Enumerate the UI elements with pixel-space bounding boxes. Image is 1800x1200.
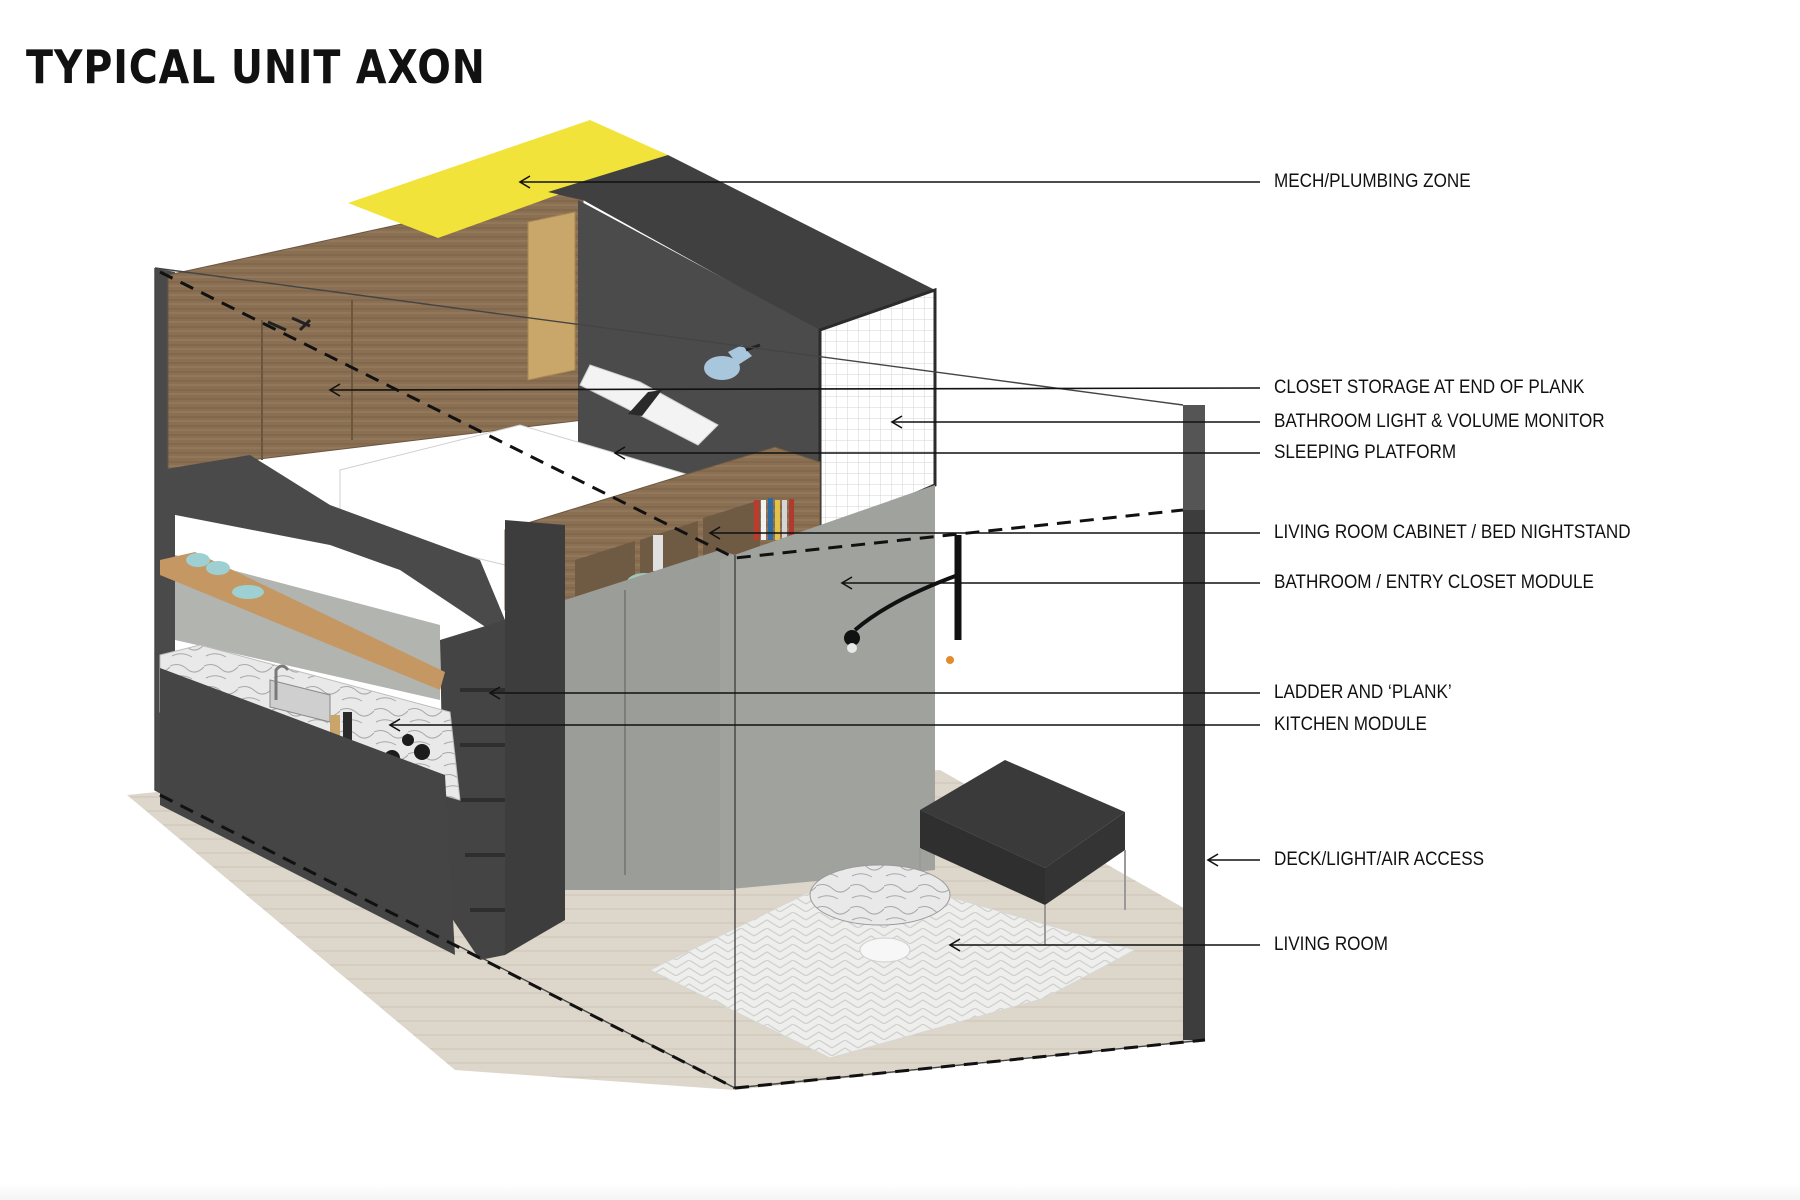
- ladder-side: [440, 620, 505, 960]
- arrow-ladder: [488, 686, 501, 700]
- loveseat-icon: [919, 760, 1126, 945]
- leader-arrowheads: [328, 175, 1219, 952]
- label-mech-plumbing-zone: MECH/PLUMBING ZONE: [1274, 171, 1471, 192]
- ladder-steps: [460, 688, 505, 912]
- label-ladder-plank: LADDER AND ‘PLANK’: [1274, 682, 1452, 703]
- label-living-room-cabinet: LIVING ROOM CABINET / BED NIGHTSTAND: [1274, 522, 1631, 543]
- kitchen-shelf: [160, 552, 445, 690]
- mech-plumbing-zone: [348, 120, 668, 238]
- bathroom-module-side: [565, 550, 735, 890]
- pillow-stripe: [628, 390, 662, 416]
- books-icon: [754, 498, 794, 540]
- ladder-front-column: [505, 520, 565, 955]
- arrow-closet: [328, 383, 341, 397]
- diagram-title: TYPICAL UNIT AXON: [26, 40, 486, 94]
- bed-back-wall: [578, 200, 820, 505]
- leader-closet: [329, 387, 1261, 391]
- bed-reading-lamp-icon: [704, 343, 761, 380]
- label-sleeping-platform: SLEEPING PLATFORM: [1274, 442, 1457, 463]
- leader-lines: [329, 181, 1261, 946]
- arrow-sleeping: [613, 446, 626, 460]
- upper-plank-dark: [160, 455, 505, 640]
- label-living-room: LIVING ROOM: [1274, 934, 1389, 955]
- coffee-table-icon: [809, 864, 951, 926]
- label-closet-storage: CLOSET STORAGE AT END OF PLANK: [1274, 377, 1585, 398]
- arrow-mech: [518, 175, 531, 189]
- label-bathroom-entry-closet: BATHROOM / ENTRY CLOSET MODULE: [1274, 572, 1594, 593]
- label-kitchen-module: KITCHEN MODULE: [1274, 714, 1427, 735]
- bathroom-module-front: [720, 485, 935, 890]
- kitchen-base-cabinet: [160, 668, 455, 955]
- deck-access-column: [1183, 405, 1205, 1040]
- arrow-kitchen: [388, 718, 401, 732]
- arrow-cabinet: [708, 526, 721, 540]
- page-bottom-edge: [0, 1184, 1800, 1200]
- arrow-deck: [1206, 853, 1219, 867]
- faucet-icon: [274, 664, 290, 700]
- closet-hanger-icon: [267, 316, 312, 332]
- arrow-bath-light: [890, 415, 903, 429]
- kitchen-bottles-icon: [330, 712, 352, 745]
- kitchen-dishes-icon: [186, 553, 264, 599]
- arrow-bath-module: [840, 576, 853, 590]
- deck-column-cap: [1183, 405, 1205, 510]
- cork-panel: [527, 211, 576, 381]
- label-bathroom-light: BATHROOM LIGHT & VOLUME MONITOR: [1274, 411, 1605, 432]
- wall-sconce-icon: [844, 535, 962, 664]
- side-stool-icon: [859, 937, 911, 963]
- label-deck-access: DECK/LIGHT/AIR ACCESS: [1274, 849, 1485, 870]
- roof-top-dark: [548, 155, 935, 332]
- dashed-volume-outline: [159, 270, 1206, 1090]
- arrow-living: [948, 938, 961, 952]
